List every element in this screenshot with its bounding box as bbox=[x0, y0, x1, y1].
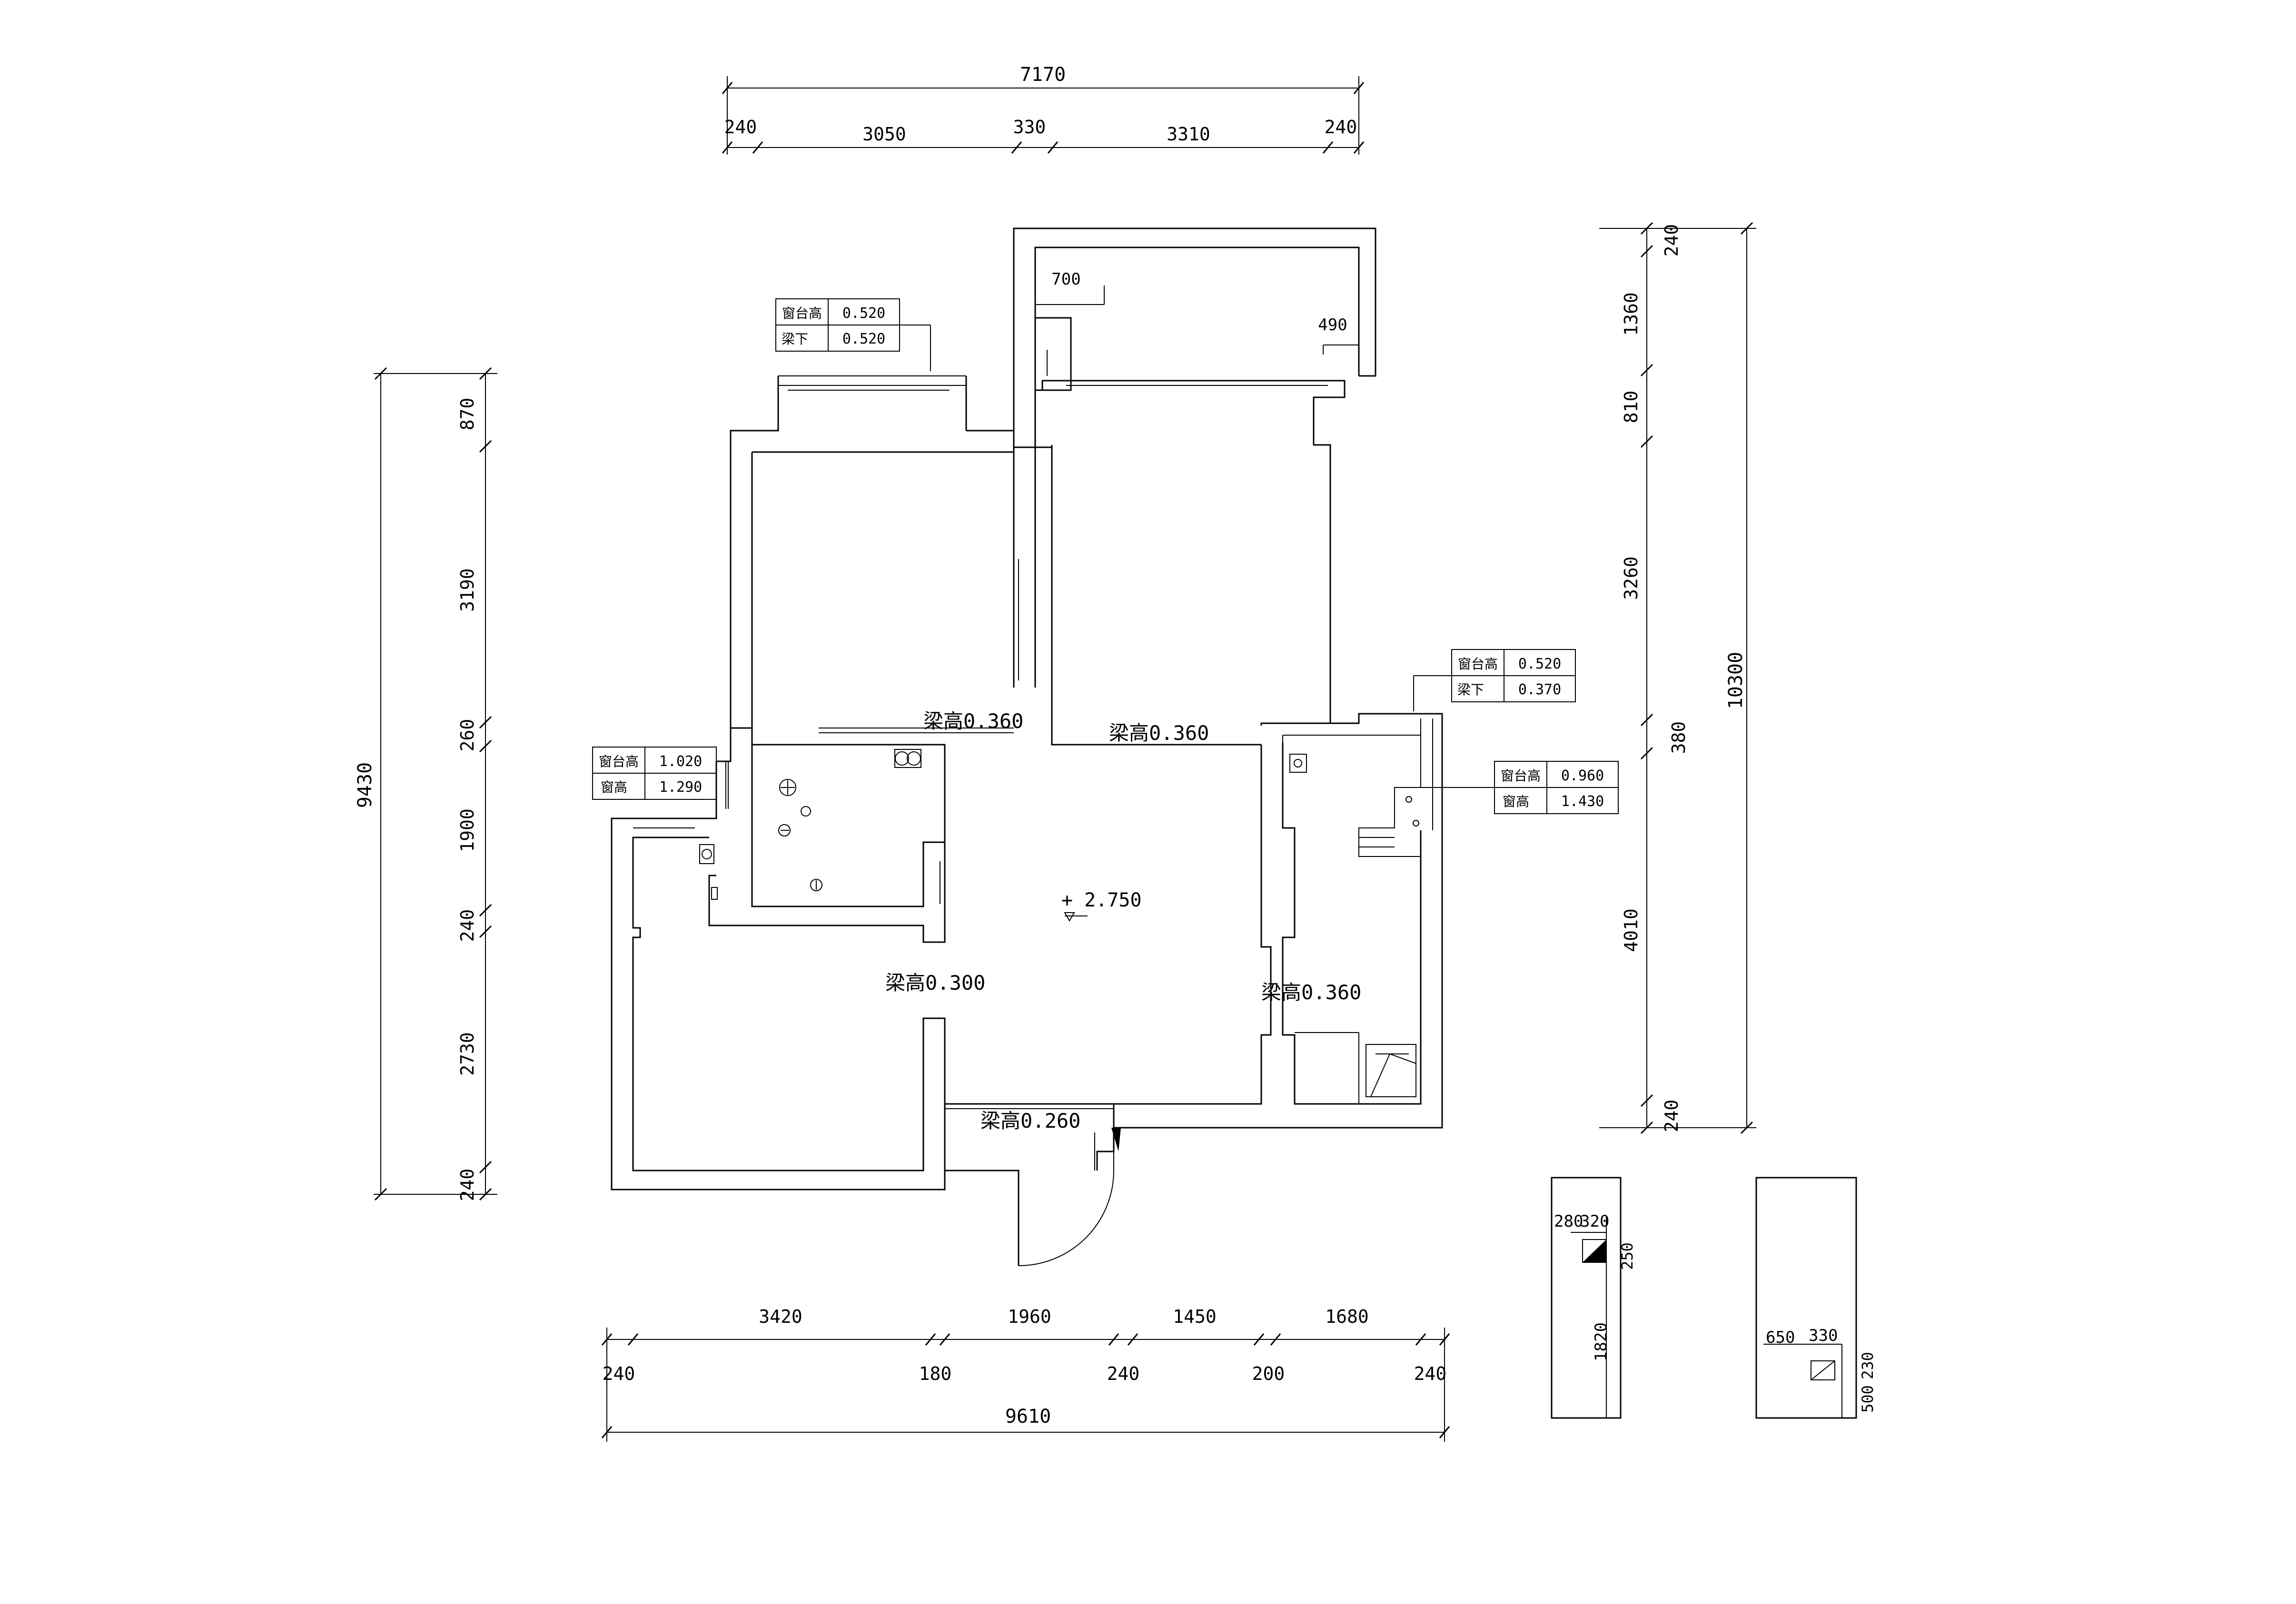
tag3-r1-val: 0.520 bbox=[1518, 656, 1561, 672]
beam-label-1: 梁高0.360 bbox=[923, 709, 1023, 733]
tag4-r1-val: 0.960 bbox=[1561, 768, 1604, 784]
bottom-lower-5: 240 bbox=[1414, 1363, 1447, 1384]
beam-label-4: 梁高0.360 bbox=[1261, 981, 1361, 1004]
top-seg-1: 240 bbox=[724, 117, 757, 138]
detail-2: 650 330 500 230 bbox=[1755, 1177, 1877, 1419]
beam-labels: 梁高0.360 梁高0.360 梁高0.300 梁高0.360 梁高0.260 bbox=[885, 709, 1361, 1132]
top-dimension: 7170 240 3050 330 3310 240 bbox=[722, 64, 1365, 155]
top-seg-4: 3310 bbox=[1167, 124, 1210, 145]
beam-label-3: 梁高0.300 bbox=[885, 971, 985, 994]
tag2-r1-label: 窗台高 bbox=[599, 754, 639, 769]
window-tag-4: 窗台高 0.960 窗高 1.430 bbox=[1421, 761, 1619, 814]
bottom-upper-4: 1680 bbox=[1325, 1306, 1369, 1327]
right-total-label: 10300 bbox=[1725, 652, 1747, 709]
tag2-r2-val: 1.290 bbox=[659, 779, 702, 796]
tag1-r2-label: 梁下 bbox=[782, 331, 808, 347]
tag1-r1-val: 0.520 bbox=[842, 305, 885, 322]
elevation-label: + 2.750 bbox=[1061, 889, 1142, 911]
tag3-r2-label: 梁下 bbox=[1457, 682, 1484, 698]
bottom-total-label: 9610 bbox=[1005, 1406, 1051, 1427]
right-seg-5: 380 bbox=[1668, 721, 1689, 754]
top-seg-3: 330 bbox=[1013, 117, 1046, 138]
detail-1: 280 320 250 1820 bbox=[1551, 1177, 1636, 1419]
right-seg-1: 240 bbox=[1661, 224, 1682, 257]
tag4-r1-label: 窗台高 bbox=[1501, 768, 1541, 784]
window-tag-1: 窗台高 0.520 梁下 0.520 bbox=[775, 298, 931, 371]
detail2-b: 330 bbox=[1809, 1326, 1838, 1345]
right-seg-4: 3260 bbox=[1621, 556, 1642, 600]
left-seg-7: 240 bbox=[457, 1169, 478, 1201]
right-seg-3: 810 bbox=[1621, 391, 1642, 423]
tag3-r2-val: 0.370 bbox=[1518, 681, 1561, 698]
bottom-dimension: 3420 1960 1450 1680 240 180 240 200 240 … bbox=[601, 1306, 1450, 1442]
tag3-r1-label: 窗台高 bbox=[1458, 656, 1498, 672]
detail2-c: 500 bbox=[1859, 1385, 1877, 1413]
right-seg-2: 1360 bbox=[1621, 292, 1642, 336]
top-seg-5: 240 bbox=[1325, 117, 1357, 138]
right-seg-7: 240 bbox=[1661, 1100, 1682, 1132]
left-seg-4: 1900 bbox=[457, 808, 478, 852]
bottom-lower-1: 240 bbox=[603, 1363, 635, 1384]
balcony-dim-700: 700 bbox=[1051, 270, 1080, 289]
bottom-upper-2: 1960 bbox=[1008, 1306, 1051, 1327]
left-seg-6: 2730 bbox=[457, 1032, 478, 1076]
top-total-label: 7170 bbox=[1020, 64, 1066, 86]
beam-label-2: 梁高0.360 bbox=[1109, 721, 1209, 745]
left-dimension: 9430 870 3190 260 1900 240 2730 240 bbox=[354, 367, 497, 1201]
bottom-lower-2: 180 bbox=[919, 1363, 952, 1384]
left-seg-2: 3190 bbox=[457, 568, 478, 612]
detail1-a: 280 bbox=[1554, 1212, 1583, 1231]
tag2-r1-val: 1.020 bbox=[659, 753, 702, 770]
detail1-b: 320 bbox=[1580, 1212, 1609, 1231]
right-dimension: 10300 240 1360 810 3260 380 4010 240 bbox=[1599, 222, 1756, 1134]
left-seg-1: 870 bbox=[457, 398, 478, 431]
tag2-r2-label: 窗高 bbox=[601, 779, 627, 795]
balcony-dim-490: 490 bbox=[1318, 315, 1347, 335]
detail2-a: 650 bbox=[1766, 1328, 1795, 1347]
bottom-upper-1: 3420 bbox=[759, 1306, 802, 1327]
left-seg-3: 260 bbox=[457, 719, 478, 752]
tag1-r1-label: 窗台高 bbox=[782, 305, 822, 321]
detail2-d: 230 bbox=[1859, 1352, 1877, 1379]
window-tag-2: 窗台高 1.020 窗高 1.290 bbox=[592, 747, 717, 800]
left-seg-5: 240 bbox=[457, 909, 478, 942]
bottom-lower-3: 240 bbox=[1107, 1363, 1140, 1384]
bottom-lower-4: 200 bbox=[1252, 1363, 1285, 1384]
detail1-d: 1820 bbox=[1592, 1322, 1611, 1361]
top-seg-2: 3050 bbox=[862, 124, 906, 145]
tag4-r2-label: 窗高 bbox=[1503, 794, 1529, 809]
right-seg-6: 4010 bbox=[1621, 908, 1642, 952]
tag1-r2-val: 0.520 bbox=[842, 331, 885, 347]
elevation-mark: + 2.750 bbox=[1061, 889, 1142, 922]
beam-label-5: 梁高0.260 bbox=[980, 1109, 1080, 1132]
tag4-r2-val: 1.430 bbox=[1561, 793, 1604, 810]
detail1-c: 250 bbox=[1618, 1242, 1636, 1270]
window-tag-3: 窗台高 0.520 梁下 0.370 bbox=[1413, 649, 1576, 711]
left-total-label: 9430 bbox=[354, 762, 376, 808]
bottom-upper-3: 1450 bbox=[1173, 1306, 1217, 1327]
